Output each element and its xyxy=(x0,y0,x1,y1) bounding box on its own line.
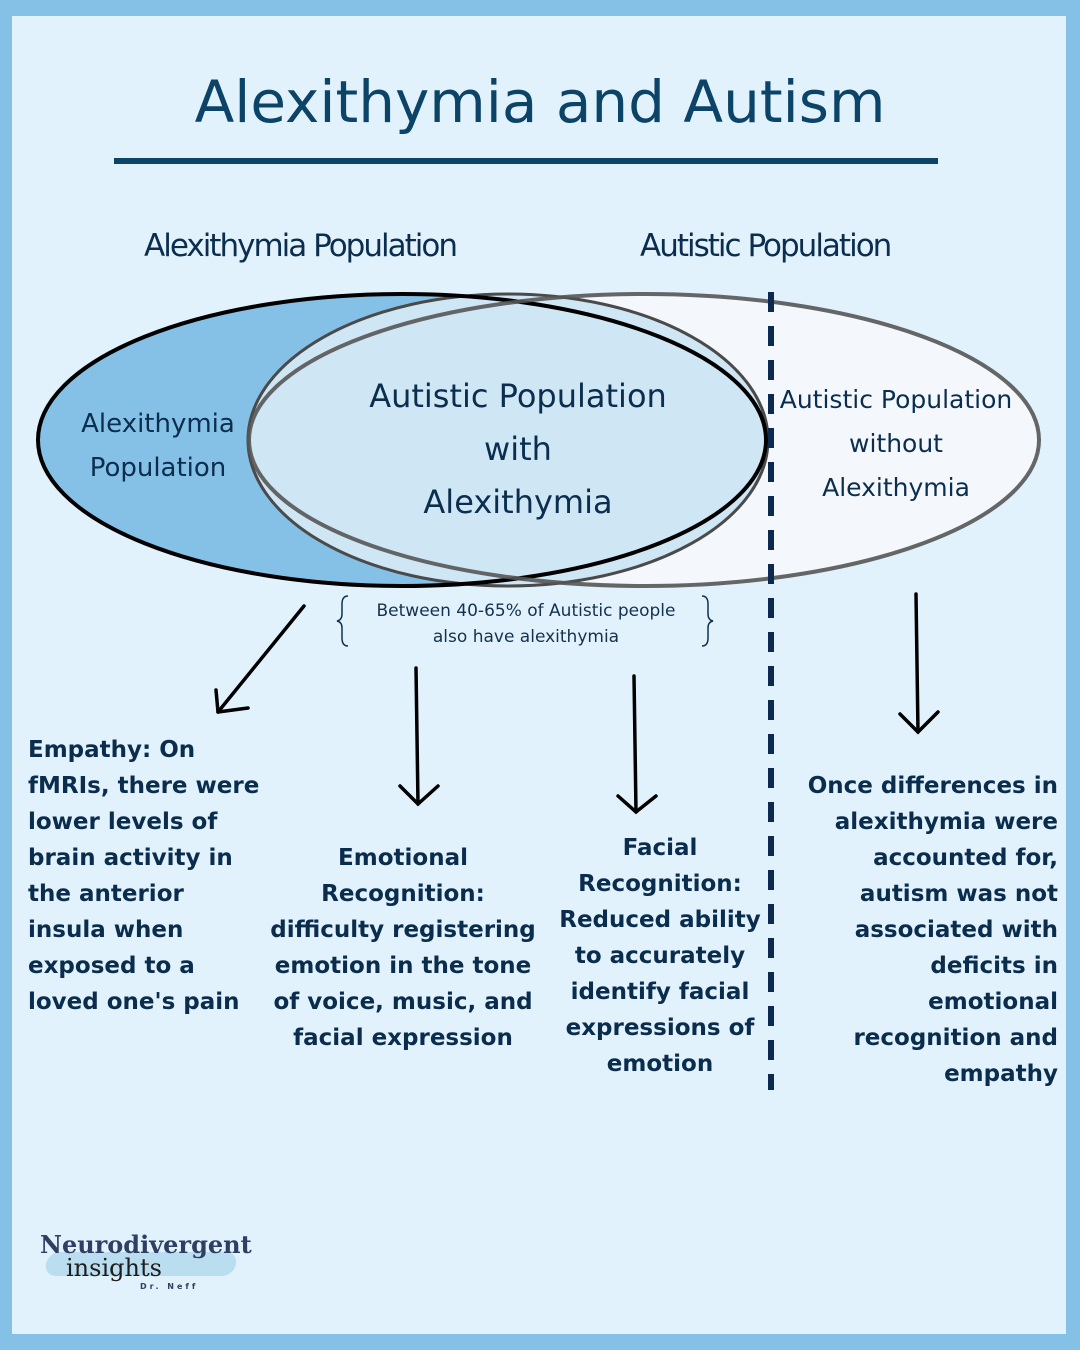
fact-line: of voice, music, and xyxy=(273,989,533,1015)
fact-facial-recognition: Facial Recognition: Reduced ability to a… xyxy=(552,830,768,1082)
fact-line: expressions of xyxy=(565,1015,755,1041)
arrow-down-icon xyxy=(616,674,658,815)
fact-line: lower levels of xyxy=(28,809,218,835)
fact-line: Once differences in xyxy=(807,773,1058,799)
logo-wordmark: Neurodivergent xyxy=(40,1230,252,1259)
prevalence-note: Between 40-65% of Autistic people also h… xyxy=(340,598,712,650)
fact-line: brain activity in xyxy=(28,845,233,871)
fact-line: accounted for, xyxy=(873,845,1058,871)
brand-logo: Neurodivergent insights Dr. Neff xyxy=(40,1228,260,1298)
arrow-down-icon xyxy=(398,666,440,807)
fact-line: insula when xyxy=(28,917,184,943)
fact-line: Emotional xyxy=(338,845,468,871)
note-line: also have alexithymia xyxy=(432,627,620,647)
venn-label-line: Population xyxy=(89,453,227,483)
fact-line: fMRIs, there were xyxy=(28,773,260,799)
fact-line: autism was not xyxy=(859,881,1058,907)
fact-line: identify facial xyxy=(570,979,750,1005)
venn-label-overlap: Autistic Population with Alexithymia xyxy=(348,370,688,529)
fact-line: associated with xyxy=(854,917,1058,943)
logo-author: Dr. Neff xyxy=(140,1282,199,1291)
venn-label-line: without xyxy=(849,429,943,458)
fact-line: alexithymia were xyxy=(834,809,1058,835)
fact-line: Recognition: xyxy=(578,871,742,897)
fact-line: emotion in the tone xyxy=(274,953,532,979)
fact-line: emotional xyxy=(928,989,1058,1015)
venn-label-line: with xyxy=(484,430,552,468)
venn-label-line: Autistic Population xyxy=(369,377,667,415)
fact-line: the anterior xyxy=(28,881,184,907)
set-label-alexithymia: Alexithymia Population xyxy=(144,228,458,264)
logo-subword: insights xyxy=(66,1254,162,1282)
venn-label-line: Alexithymia xyxy=(423,483,613,521)
infographic-panel xyxy=(12,16,1066,1334)
title-underline xyxy=(114,158,938,164)
venn-label-line: Autistic Population xyxy=(779,385,1013,414)
fact-line: exposed to a xyxy=(28,953,195,979)
fact-line: facial expression xyxy=(293,1025,513,1051)
fact-line: empathy xyxy=(944,1061,1058,1087)
fact-line: loved one's pain xyxy=(28,989,240,1015)
arrow-down-icon xyxy=(898,592,940,735)
fact-emotional-recognition: Emotional Recognition: difficulty regist… xyxy=(258,840,548,1056)
set-label-autistic: Autistic Population xyxy=(640,228,892,264)
fact-line: Reduced ability xyxy=(559,907,761,933)
fact-line: recognition and xyxy=(853,1025,1058,1051)
note-line: Between 40-65% of Autistic people xyxy=(376,601,676,621)
fact-line: difficulty registering xyxy=(270,917,536,943)
arrow-down-left-icon xyxy=(214,604,306,714)
left-brace-icon xyxy=(336,595,349,647)
fact-empathy: Empathy: On fMRIs, there were lower leve… xyxy=(28,732,288,1020)
venn-label-line: Alexithymia xyxy=(822,473,970,502)
fact-line: deficits in xyxy=(930,953,1058,979)
page-title: Alexithymia and Autism xyxy=(194,68,886,136)
fact-line: Empathy: On xyxy=(28,737,196,763)
venn-label-autistic-only: Autistic Population without Alexithymia xyxy=(778,378,1014,510)
venn-label-line: Alexithymia xyxy=(81,409,235,439)
fact-line: Recognition: xyxy=(321,881,485,907)
right-brace-icon xyxy=(701,595,714,647)
fact-autism-without-alexithymia: Once differences in alexithymia were acc… xyxy=(786,768,1058,1092)
fact-line: to accurately xyxy=(574,943,746,969)
venn-label-alexithymia-only: Alexithymia Population xyxy=(70,402,246,490)
fact-line: Facial xyxy=(622,835,698,861)
fact-line: emotion xyxy=(606,1051,714,1077)
